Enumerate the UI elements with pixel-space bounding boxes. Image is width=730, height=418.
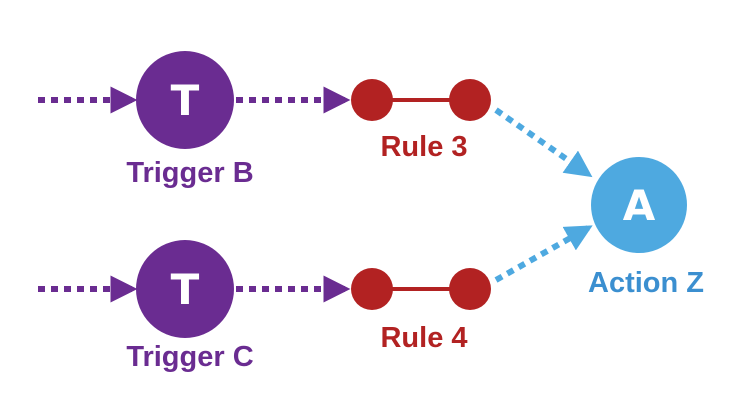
trigger-c-letter: T [171,265,200,314]
action-z-label: Action Z [588,267,704,299]
rule-3-left-dot [351,79,393,121]
rule-4-node [351,268,491,310]
trigger-c-label: Trigger C [126,341,253,373]
rule-3-right-dot [449,79,491,121]
trigger-b-letter: T [171,76,200,125]
arrow-rule-4-to-action-z [494,225,593,283]
rule-3-label: Rule 3 [380,131,467,163]
trigger-c-circle [136,240,234,338]
rule-4-label: Rule 4 [380,322,467,354]
trigger-b-circle [136,51,234,149]
trigger-node-b: T [136,51,234,149]
rule-4-right-dot [449,268,491,310]
action-node-z: A [591,157,687,253]
action-z-letter: A [623,181,656,230]
trigger-b-label: Trigger B [126,157,253,189]
trigger-node-c: T [136,240,234,338]
arrow-rule-3-to-action-z [494,107,593,178]
rule-4-left-dot [351,268,393,310]
action-z-circle [591,157,687,253]
rule-3-node [351,79,491,121]
